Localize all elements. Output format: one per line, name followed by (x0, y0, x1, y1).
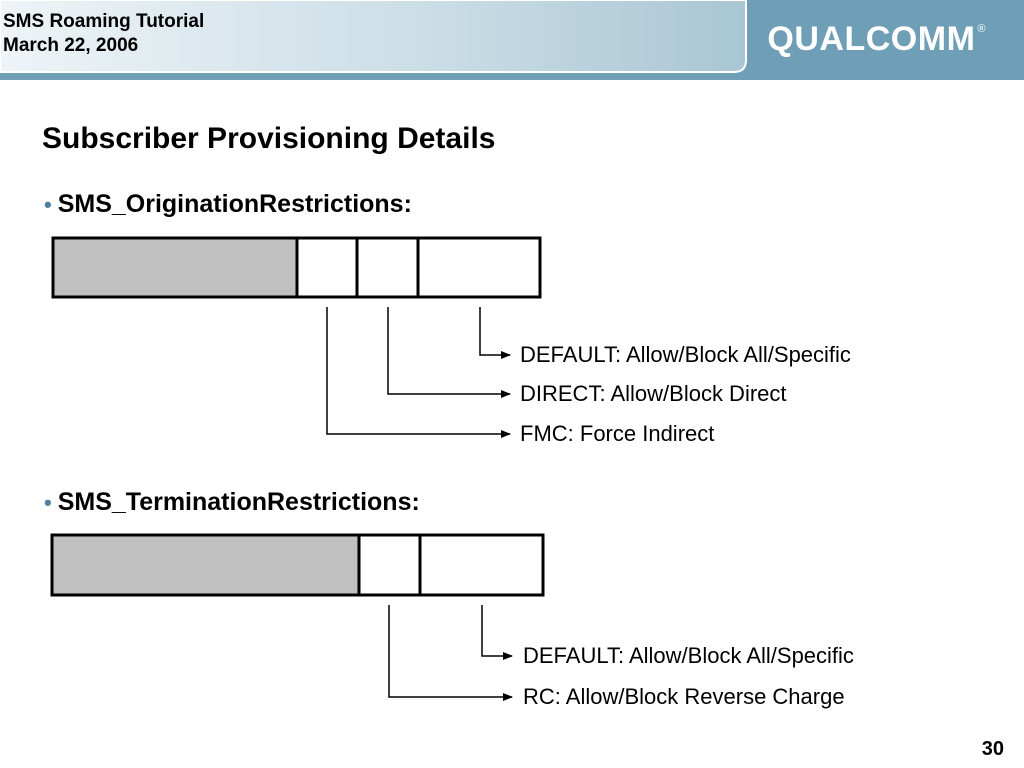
termination-bitfield (50, 533, 545, 597)
header-date: March 22, 2006 (3, 35, 139, 56)
registered-mark: ® (977, 23, 986, 35)
origination-fmc-connector (326, 307, 511, 438)
header-bar: SMS Roaming Tutorial March 22, 2006 QUAL… (0, 0, 1024, 80)
qualcomm-logo: QUALCOMM® (767, 20, 986, 59)
header-text: SMS Roaming Tutorial March 22, 2006 (3, 10, 204, 58)
termination-default-label: DEFAULT: Allow/Block All/Specific (523, 643, 854, 668)
bullet-origination: •SMS_OriginationRestrictions: (44, 190, 412, 219)
bullet-dot: • (44, 192, 52, 217)
termination-label: SMS_TerminationRestrictions: (57, 488, 420, 516)
bullet-dot: • (44, 490, 52, 515)
origination-label: SMS_OriginationRestrictions: (57, 190, 412, 218)
origination-bitfield (51, 236, 542, 299)
termination-reserved-cell (52, 535, 359, 595)
termination-rc-label: RC: Allow/Block Reverse Charge (523, 684, 845, 709)
header-tab-shape (0, 0, 747, 73)
origination-default-label: DEFAULT: Allow/Block All/Specific (520, 342, 851, 367)
origination-default-connector (479, 307, 511, 359)
header-title: SMS Roaming Tutorial (3, 11, 205, 32)
page-number: 30 (981, 738, 1004, 760)
termination-field-border (50, 533, 545, 597)
bullet-termination: •SMS_TerminationRestrictions: (44, 488, 420, 517)
origination-direct-label: DIRECT: Allow/Block Direct (520, 381, 787, 406)
page-title: Subscriber Provisioning Details (42, 122, 496, 155)
termination-rc-connector (388, 605, 513, 701)
origination-reserved-cell (53, 238, 297, 297)
termination-default-connector (481, 605, 513, 660)
origination-direct-connector (387, 307, 511, 398)
origination-fmc-label: FMC: Force Indirect (520, 421, 715, 446)
logo-text: QUALCOMM (767, 20, 976, 58)
